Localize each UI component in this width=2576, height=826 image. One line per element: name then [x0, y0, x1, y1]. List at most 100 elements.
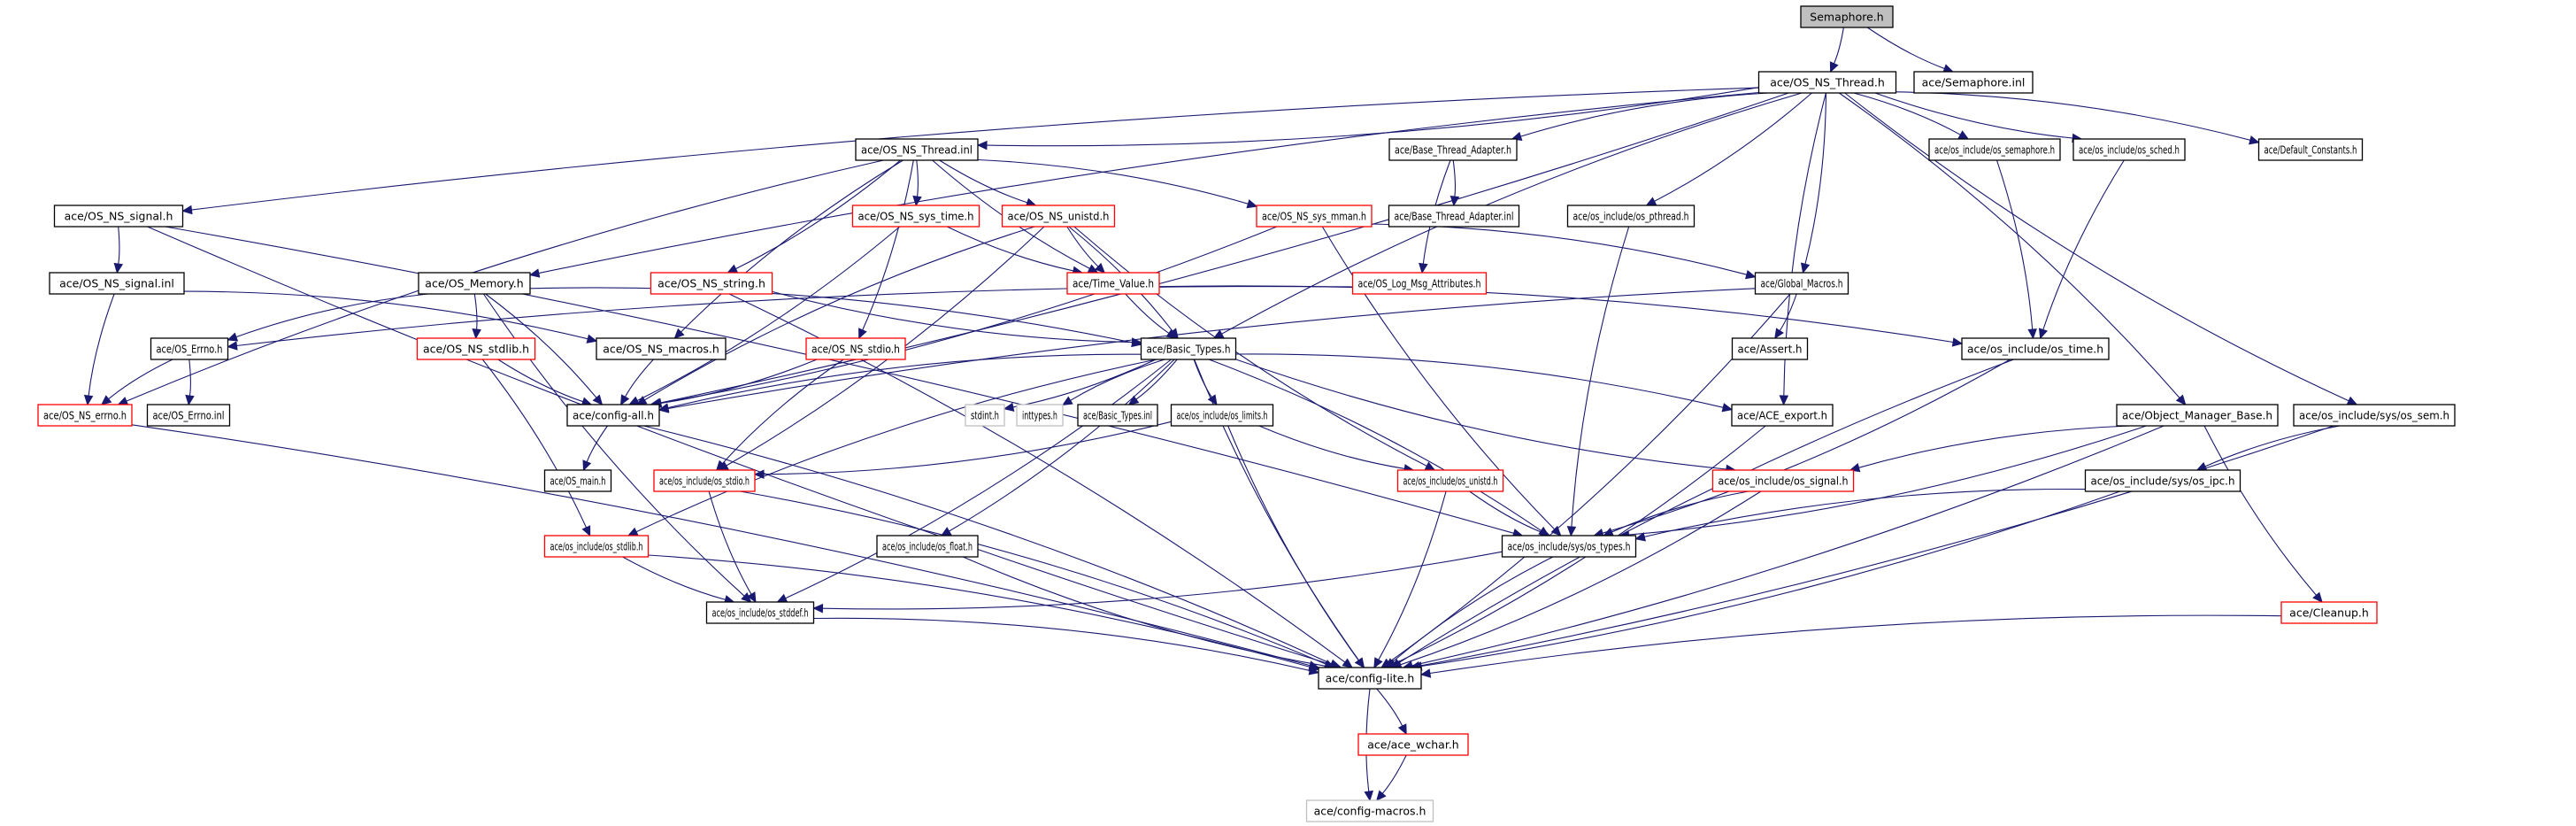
- node-box: [2280, 601, 2378, 624]
- edge-os_unistd_h-to-config_lite_h: [1373, 490, 1447, 669]
- arrowhead-icon: [1419, 668, 1432, 678]
- node-basic-types-inl[interactable]: ace/Basic_Types.inl: [1077, 404, 1158, 427]
- node-os-ns-stdio-h[interactable]: ace/OS_NS_stdio.h: [805, 337, 906, 360]
- node-os-pthread-h[interactable]: ace/os_include/os_pthread.h: [1566, 205, 1696, 228]
- arrowhead-icon: [2038, 328, 2048, 340]
- node-os-errno-h[interactable]: ace/OS_Errno.h: [150, 337, 229, 360]
- node-global-macros-h[interactable]: ace/Global_Macros.h: [1754, 272, 1849, 295]
- edge-line: [772, 290, 1133, 344]
- node-assert-h[interactable]: ace/Assert.h: [1731, 337, 1809, 360]
- arrowhead-icon: [581, 525, 591, 537]
- edge-basic_types_h-to-config_all_h: [657, 353, 1142, 413]
- edge-line: [473, 293, 478, 330]
- node-time-value-h[interactable]: ace/Time_Value.h: [1066, 272, 1160, 295]
- edge-line: [643, 425, 1332, 665]
- edge-line: [191, 87, 1759, 211]
- node-default-constants-h[interactable]: ace/Default_Constants.h: [2257, 138, 2364, 161]
- node-layer: Semaphore.h ace/OS_NS_Thread.h ace/Semapho…: [37, 5, 2456, 822]
- node-os-log-msg-attributes-h[interactable]: ace/OS_Log_Msg_Attributes.h: [1351, 272, 1488, 295]
- node-os-semaphore-h[interactable]: ace/os_include/os_semaphore.h: [1928, 138, 2061, 161]
- node-label: ace/os_include/os_sched.h: [2079, 143, 2180, 157]
- arrowhead-icon: [2027, 328, 2037, 340]
- node-os-ns-sys-mman-h[interactable]: ace/OS_NS_sys_mman.h: [1256, 205, 1373, 228]
- arrowhead-icon: [582, 459, 592, 472]
- node-label: ace/os_include/os_pthread.h: [1573, 210, 1689, 223]
- node-os-ns-string-h[interactable]: ace/OS_NS_string.h: [650, 272, 773, 295]
- edge-line: [1995, 159, 2034, 330]
- node-os-time-h[interactable]: ace/os_include/os_time.h: [1961, 337, 2110, 360]
- edge-os_ns_stdio_h-to-os_stdio_h: [715, 359, 844, 471]
- node-os-main-h[interactable]: ace/OS_main.h: [543, 469, 612, 492]
- node-os-unistd-h[interactable]: ace/os_include/os_unistd.h: [1396, 469, 1504, 492]
- node-box: [1066, 272, 1160, 295]
- node-os-ipc-h[interactable]: ace/os_include/sys/os_ipc.h: [2084, 469, 2242, 492]
- edge-os_time_h-to-config_lite_h: [1390, 359, 2014, 668]
- node-base-thread-adapter-h[interactable]: ace/Base_Thread_Adapter.h: [1388, 138, 1518, 161]
- node-os-sched-h[interactable]: ace/os_include/os_sched.h: [2072, 138, 2186, 161]
- node-label: ace/Basic_Types.h: [1147, 343, 1231, 356]
- node-os-signal-h[interactable]: ace/os_include/os_signal.h: [1711, 469, 1855, 492]
- node-os-ns-unistd-h[interactable]: ace/OS_NS_unistd.h: [1001, 205, 1116, 228]
- node-object-manager-base-h[interactable]: ace/Object_Manager_Base.h: [2116, 404, 2279, 427]
- node-os-ns-thread-inl[interactable]: ace/OS_NS_Thread.inl: [855, 138, 979, 161]
- node-os-stdio-h[interactable]: ace/os_include/os_stdio.h: [653, 469, 756, 492]
- node-label: ace/OS_Memory.h: [425, 277, 523, 290]
- edge-line: [1321, 226, 1556, 530]
- node-os-ns-sys-time-h[interactable]: ace/OS_NS_sys_time.h: [851, 205, 980, 228]
- arrowhead-icon: [1774, 328, 1784, 340]
- arrowhead-icon: [113, 262, 124, 274]
- node-config-lite-h[interactable]: ace/config-lite.h: [1318, 667, 1422, 690]
- edge-line: [1874, 92, 2073, 139]
- edge-line: [188, 359, 191, 397]
- edge-line: [1012, 359, 1157, 408]
- node-os-limits-h[interactable]: ace/os_include/os_limits.h: [1170, 404, 1274, 427]
- node-box: [416, 337, 536, 360]
- node-os-ns-errno-h[interactable]: ace/OS_NS_errno.h: [37, 404, 133, 427]
- node-ace-export-h[interactable]: ace/ACE_export.h: [1731, 404, 1834, 427]
- node-os-memory-h[interactable]: ace/OS_Memory.h: [418, 272, 531, 295]
- arrowhead-icon: [627, 527, 639, 537]
- node-box: [1140, 337, 1237, 360]
- arrowhead-icon: [1550, 525, 1562, 537]
- node-os-ns-macros-h[interactable]: ace/OS_NS_macros.h: [596, 337, 727, 360]
- node-os-ns-stdlib-h[interactable]: ace/OS_NS_stdlib.h: [416, 337, 536, 360]
- edge-line: [1469, 490, 1542, 533]
- node-box: [1001, 205, 1116, 228]
- edge-basic_types_h-to-inttypes_h: [1061, 359, 1165, 406]
- node-box: [1913, 71, 2034, 94]
- node-semaphore-h[interactable]: Semaphore.h: [1800, 5, 1894, 28]
- node-label: ace/os_include/os_float.h: [882, 540, 973, 553]
- node-os-ns-signal-inl[interactable]: ace/OS_NS_signal.inl: [49, 272, 185, 295]
- edge-os_stddef_h-to-config_lite_h: [813, 617, 1320, 675]
- edge-os_types_h-to-os_stddef_h: [812, 551, 1503, 614]
- node-base-thread-adapter-inl[interactable]: ace/Base_Thread_Adapter.inl: [1388, 205, 1520, 228]
- node-os-ns-thread-h[interactable]: ace/OS_NS_Thread.h: [1757, 71, 1897, 94]
- edge-line: [1392, 556, 1554, 662]
- node-basic-types-h[interactable]: ace/Basic_Types.h: [1140, 337, 1237, 360]
- node-os-ns-signal-h[interactable]: ace/OS_NS_signal.h: [53, 205, 184, 228]
- node-box: [2084, 469, 2242, 492]
- node-os-stdlib-h[interactable]: ace/os_include/os_stdlib.h: [543, 535, 650, 558]
- arrowhead-icon: [1165, 328, 1178, 339]
- node-os-float-h[interactable]: ace/os_include/os_float.h: [876, 535, 979, 558]
- edge-line: [147, 226, 1334, 666]
- edge-os_ns_signal_inl-to-os_ns_errno_h: [83, 293, 115, 406]
- node-os-errno-inl[interactable]: ace/OS_Errno.inl: [146, 404, 231, 427]
- edge-line: [822, 551, 1503, 610]
- node-os-sem-h[interactable]: ace/os_include/sys/os_sem.h: [2293, 404, 2456, 427]
- node-box: [876, 535, 979, 558]
- node-os-types-h[interactable]: ace/os_include/sys/os_types.h: [1501, 535, 1637, 558]
- edge-os_ns_signal_inl-to-os_ns_macros_h: [183, 290, 598, 344]
- node-box: [705, 601, 815, 624]
- node-label: ace/config-macros.h: [1314, 805, 1426, 818]
- node-os-stddef-h[interactable]: ace/os_include/os_stddef.h: [705, 601, 815, 624]
- node-ace-wchar-h[interactable]: ace/ace_wchar.h: [1357, 733, 1469, 756]
- edge-os_ns_thread_h-to-object_manager_base_h: [1838, 92, 2187, 405]
- node-cleanup-h[interactable]: ace/Cleanup.h: [2280, 601, 2378, 624]
- edge-os_stdlib_h-to-os_stddef_h: [622, 556, 735, 605]
- edge-os_log_msg_attributes_h-to-os_errno_h: [227, 285, 1353, 351]
- node-config-all-h[interactable]: ace/config-all.h: [566, 404, 660, 427]
- node-semaphore-inl[interactable]: ace/Semaphore.inl: [1913, 71, 2034, 94]
- arrowhead-icon: [227, 332, 239, 342]
